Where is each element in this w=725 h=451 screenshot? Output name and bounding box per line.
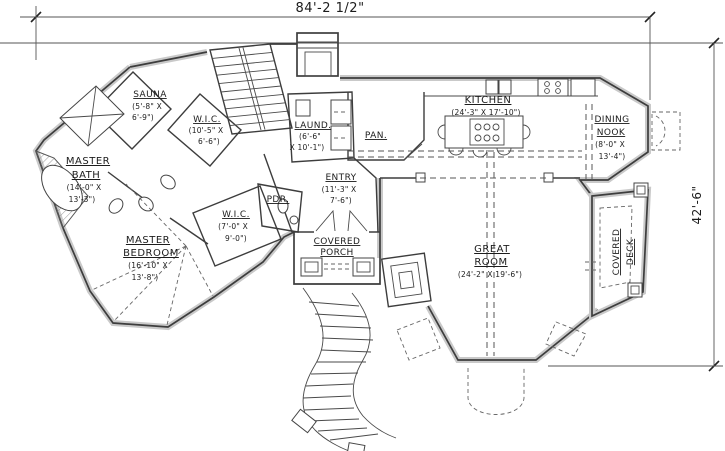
room-label-covered-deck-1: COVERED (612, 229, 622, 276)
room-label-covered-porch-1: COVERED (314, 237, 361, 247)
room-label-dining-nook-1: DINING (594, 115, 629, 125)
room-label-wic-lower: W.I.C. (222, 210, 250, 220)
room-label-entry: ENTRY (325, 173, 356, 183)
refrigerator (570, 78, 596, 97)
room-label-covered-deck-2: DECK (626, 238, 636, 265)
room-size-master-bedroom-1: (16'-10" X (128, 261, 168, 270)
room-label-powder: PDR. (267, 195, 290, 205)
room-label-master-bath-1: MASTER (66, 156, 110, 167)
porch-columns (300, 257, 375, 277)
room-label-sauna: SAUNA (133, 90, 167, 100)
dimension-lines (0, 6, 723, 372)
fireplace (380, 252, 432, 308)
room-size-dining-nook-2: 13'-4") (599, 152, 626, 161)
room-size-wic-upper-2: 6'-6") (198, 137, 220, 146)
room-size-kitchen: (24'-3" X 17'-10") (451, 108, 520, 117)
room-label-covered-porch-2: PORCH (320, 248, 353, 258)
room-label-master-bedroom-2: BEDROOM (123, 248, 179, 259)
room-size-master-bath-2: 13'-3") (69, 195, 96, 204)
laundry-appliances (295, 99, 352, 151)
kitchen-fixtures (424, 78, 598, 158)
overall-height-dimension: 42'-6" (690, 185, 704, 224)
room-size-sauna-2: 6'-9") (132, 113, 154, 122)
room-size-master-bedroom-2: 13'-8") (132, 273, 159, 282)
room-label-wic-upper: W.I.C. (193, 115, 221, 125)
room-label-laundry: LAUND. (295, 121, 332, 131)
deck-details (585, 182, 649, 298)
overall-width-dimension: 84'-2 1/2" (295, 1, 364, 16)
powder-toilet (277, 198, 289, 214)
nook-window-seat (651, 111, 681, 151)
ceiling-dash-lines (91, 104, 593, 415)
room-size-master-bath-1: (14'-0" X (67, 183, 102, 192)
toilet (108, 198, 124, 214)
room-size-wic-lower-1: (7'-0" X (218, 222, 248, 231)
exterior-walls (32, 32, 652, 363)
room-size-laundry-1: (6'-6" (299, 132, 321, 141)
room-label-master-bedroom-1: MASTER (126, 235, 170, 246)
main-staircase (212, 47, 290, 131)
room-label-kitchen: KITCHEN (465, 95, 512, 106)
room-label-master-bath-2: BATH (72, 170, 101, 181)
room-size-wic-upper-1: (10'-5" X (189, 126, 224, 135)
range (537, 78, 569, 97)
bath-fixtures (35, 85, 299, 230)
corner-tub (41, 164, 83, 212)
curved-exterior-staircase (291, 287, 397, 451)
room-label-pantry: PAN. (365, 131, 387, 141)
room-size-sauna-1: (5'-8" X (132, 102, 162, 111)
room-size-dining-nook-1: (8'-0" X (595, 140, 625, 149)
room-size-entry-2: 7'-6") (330, 196, 352, 205)
kitchen-sink (485, 79, 499, 95)
room-size-entry-1: (11'-3" X (322, 185, 357, 194)
room-size-great-room: (24'-2" X 19'-6") (458, 270, 522, 279)
room-size-laundry-2: X 10'-1") (290, 143, 325, 152)
kitchen-island (444, 115, 524, 149)
room-label-great-room-2: ROOM (474, 257, 507, 268)
room-label-dining-nook-2: NOOK (597, 128, 626, 138)
room-size-wic-lower-2: 9'-0") (225, 234, 247, 243)
room-label-great-room-1: GREAT (474, 244, 510, 255)
room-labels: 84'-2 1/2" 42'-6" SAUNA (5'-8" X 6'-9") … (66, 1, 704, 282)
